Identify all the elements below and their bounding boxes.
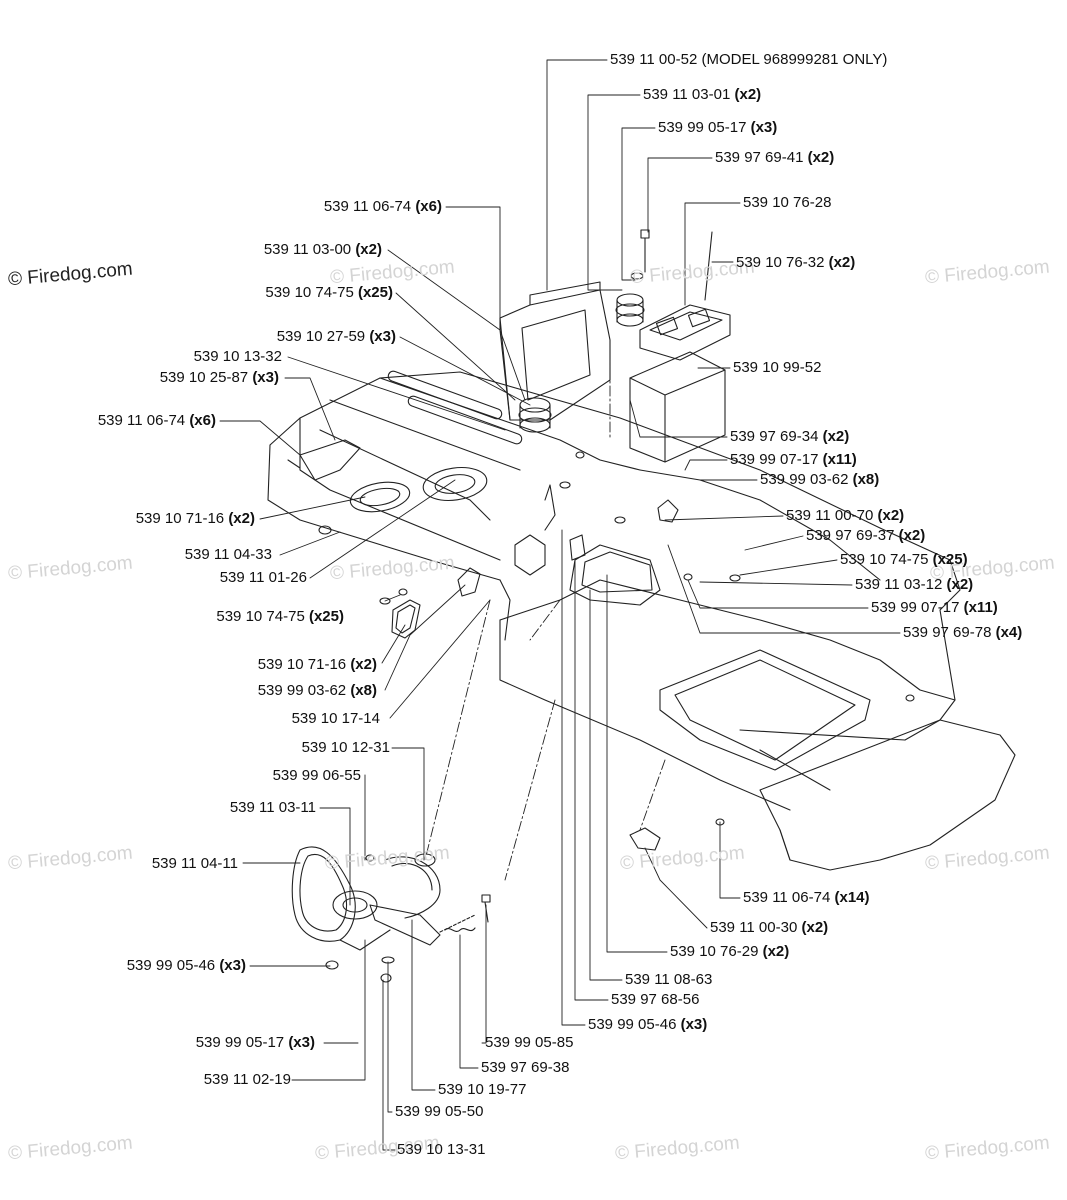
gasket-upper xyxy=(457,567,481,597)
part-label: 539 10 76-28 xyxy=(743,194,832,211)
part-label: 539 10 71-16 (x2) xyxy=(257,656,377,673)
part-label: 539 99 06-55 xyxy=(272,767,361,784)
switch-assembly xyxy=(639,231,731,361)
part-label: 539 10 25-87 (x3) xyxy=(159,369,279,386)
part-label: 539 11 00-30 (x2) xyxy=(710,919,829,936)
control-valves xyxy=(514,484,679,576)
part-label: 539 11 00-52 (MODEL 968999281 ONLY) xyxy=(610,51,888,68)
rear-deflector xyxy=(759,719,1016,871)
gasket-lower xyxy=(391,599,421,639)
part-label: 539 99 05-17 (x3) xyxy=(195,1034,315,1051)
part-label: 539 99 03-62 (x8) xyxy=(760,471,880,488)
part-label: 539 99 03-62 (x8) xyxy=(257,682,377,699)
part-label: 539 99 05-17 (x3) xyxy=(658,119,778,136)
part-label: 539 11 06-74 (x6) xyxy=(323,198,442,215)
part-label: 539 10 17-14 xyxy=(291,710,380,727)
part-label: 539 10 99-52 xyxy=(733,359,822,376)
part-label: 539 11 01-26 xyxy=(219,569,307,586)
part-label: 539 10 76-32 (x2) xyxy=(736,254,856,271)
part-label: 539 11 08-63 xyxy=(625,971,713,988)
part-label: 539 11 00-70 (x2) xyxy=(786,507,905,524)
part-label: 539 99 05-46 (x3) xyxy=(588,1016,708,1033)
part-label: 539 11 06-74 (x6) xyxy=(97,412,216,429)
bolt-set xyxy=(318,229,915,826)
part-label: 539 10 74-75 (x25) xyxy=(840,551,968,568)
part-label: 539 11 03-00 (x2) xyxy=(263,241,382,258)
deck-bracket xyxy=(629,827,661,851)
part-label: 539 10 74-75 (x25) xyxy=(265,284,393,301)
box-housing xyxy=(629,351,726,463)
idler-arm xyxy=(369,894,491,946)
center-lines xyxy=(424,349,666,881)
part-label: 539 97 69-37 (x2) xyxy=(806,527,926,544)
part-label: 539 99 07-17 (x11) xyxy=(730,451,857,468)
part-label: 539 11 03-11 xyxy=(229,799,316,816)
part-label: 539 10 76-29 (x2) xyxy=(670,943,790,960)
part-label: 539 99 05-50 xyxy=(395,1103,484,1120)
part-label: 539 99 05-85 xyxy=(485,1034,574,1051)
part-label: 539 97 69-38 xyxy=(481,1059,570,1076)
part-label: 539 97 69-78 (x4) xyxy=(903,624,1023,641)
part-label: 539 99 07-17 (x11) xyxy=(871,599,998,616)
part-label: 539 10 71-16 (x2) xyxy=(135,510,255,527)
bellows-boot-upper xyxy=(615,293,645,327)
part-label: 539 97 68-56 xyxy=(611,991,700,1008)
part-label: 539 10 74-75 (x25) xyxy=(216,608,344,625)
part-label: 539 10 13-31 xyxy=(397,1141,486,1158)
part-label: 539 11 03-12 (x2) xyxy=(855,576,974,593)
rear-deck-plate xyxy=(499,544,956,811)
bellows-boot-lower xyxy=(518,397,552,433)
part-label: 539 97 69-41 (x2) xyxy=(715,149,835,166)
part-label: 539 11 06-74 (x14) xyxy=(743,889,870,906)
part-label: 539 11 03-01 (x2) xyxy=(643,86,762,103)
part-label: 539 11 04-11 xyxy=(151,855,238,872)
oval-cutout-center xyxy=(422,466,488,502)
part-label: 539 10 13-32 xyxy=(193,348,282,365)
leader-lines xyxy=(219,59,901,1151)
part-label: 539 10 27-59 (x3) xyxy=(276,328,396,345)
belt-assembly xyxy=(291,846,441,951)
part-label: 539 11 02-19 xyxy=(203,1071,291,1088)
oval-cutout-left xyxy=(349,481,411,513)
part-label: 539 11 04-33 xyxy=(184,546,272,563)
part-label: 539 97 69-34 (x2) xyxy=(730,428,850,445)
part-label: 539 10 12-31 xyxy=(301,739,390,756)
part-label: 539 99 05-46 (x3) xyxy=(126,957,246,974)
part-label: 539 10 19-77 xyxy=(438,1081,527,1098)
